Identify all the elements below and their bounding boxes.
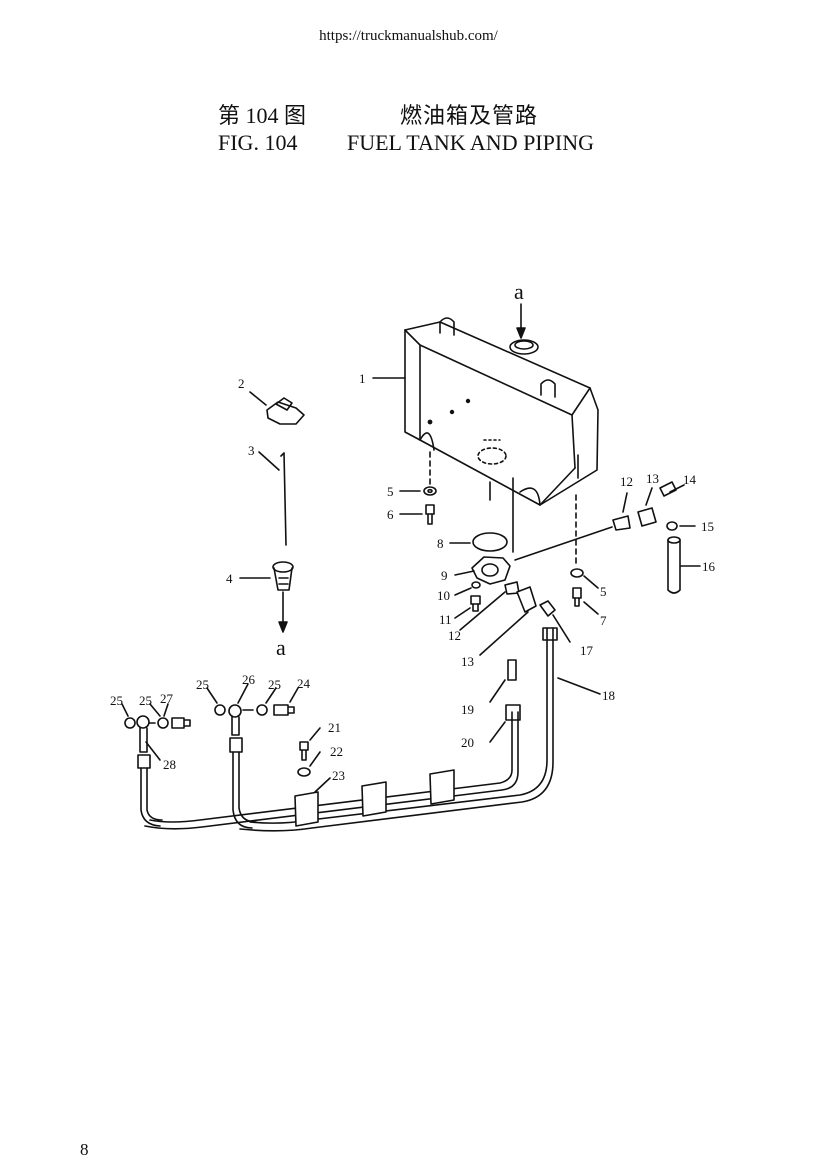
part-label: 22 — [330, 744, 343, 759]
part-label: 16 — [702, 559, 716, 574]
part-label: 6 — [387, 507, 394, 522]
fuel-tank — [404, 317, 599, 506]
part-label: 20 — [461, 735, 474, 750]
part-label: 23 — [332, 768, 345, 783]
part-label: 10 — [437, 588, 450, 603]
part-label: 5 — [387, 484, 394, 499]
part-label: 19 — [461, 702, 474, 717]
part-label: 3 — [248, 443, 255, 458]
part-label: 13 — [461, 654, 474, 669]
part-label: 4 — [226, 571, 233, 586]
part-label: 18 — [602, 688, 615, 703]
part-label: 25 — [268, 677, 281, 692]
part-label: 24 — [297, 676, 311, 691]
figure-name-cn: 燃油箱及管路 — [400, 103, 539, 128]
fuel-pipe-assembly — [137, 627, 601, 832]
part-label: 17 — [580, 643, 594, 658]
source-url: https://truckmanualshub.com/ — [319, 28, 498, 44]
figure-number-en: FIG. 104 — [218, 130, 298, 155]
part-label: 8 — [437, 536, 444, 551]
part-label: 25 — [196, 677, 209, 692]
page-number: 8 — [80, 1140, 89, 1159]
gauge-rod — [258, 451, 287, 546]
part-label: 26 — [242, 672, 256, 687]
figure-name-en: FUEL TANK AND PIPING — [347, 130, 594, 155]
view-letter-a-top: a — [514, 279, 524, 304]
part-label: 15 — [701, 519, 714, 534]
part-label: 9 — [441, 568, 448, 583]
sender-plate — [454, 556, 511, 585]
part-label: 27 — [160, 691, 174, 706]
part-label: 12 — [620, 474, 633, 489]
strainer — [239, 561, 294, 633]
part-label: 7 — [600, 613, 607, 628]
part-label: 25 — [110, 693, 123, 708]
part-label: 25 — [139, 693, 152, 708]
view-letter-a-bottom: a — [276, 635, 286, 660]
part-label: 13 — [646, 471, 659, 486]
part-label: 11 — [439, 612, 452, 627]
part-label: 2 — [238, 376, 245, 391]
part-label: 28 — [163, 757, 176, 772]
part-label: 14 — [683, 472, 697, 487]
part-label: 21 — [328, 720, 341, 735]
view-a-arrow-top — [516, 303, 526, 339]
filler-cap — [249, 391, 305, 425]
figure-number-cn: 第 104 图 — [218, 103, 307, 128]
part-label: 12 — [448, 628, 461, 643]
part-label: 5 — [600, 584, 607, 599]
part-label: 1 — [359, 371, 366, 386]
